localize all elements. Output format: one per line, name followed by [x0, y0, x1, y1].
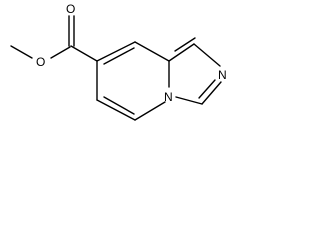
inner-double-bond-c8a-c1	[174, 37, 196, 52]
ring-bond-n4-c5	[134, 101, 166, 121]
inner-double-bond-c5-c6	[103, 96, 135, 115]
ring-bond-n2-c3	[201, 81, 222, 105]
inner-double-bond-n2-c3	[198, 79, 216, 99]
chemical-structure: O O N N	[10, 2, 227, 121]
ring-bond-c8a-c1	[168, 43, 195, 62]
methyl-to-oxygen-bond	[10, 45, 33, 59]
inner-double-bond-c7-c8	[103, 47, 135, 65]
ring-bond-c8-c8a	[134, 41, 170, 62]
oxygen-to-carbonyl-bond	[50, 46, 71, 59]
ring-bond-c5-c6	[96, 99, 136, 121]
carbonyl-to-ring-bond	[70, 45, 98, 62]
pyridine-ring: N	[96, 37, 196, 121]
ring-bond-c3-n4	[175, 96, 203, 105]
imidazole-nitrogen-label: N	[218, 68, 227, 82]
bridgehead-nitrogen-label: N	[164, 90, 173, 104]
ring-bond-c1-n2	[193, 43, 221, 67]
imidazole-ring: N	[168, 43, 227, 105]
methyl-ester-group: O O	[10, 2, 98, 69]
ester-oxygen-label: O	[36, 55, 45, 69]
carbonyl-oxygen-label: O	[66, 2, 75, 16]
ring-bond-c7-c8	[96, 41, 136, 62]
